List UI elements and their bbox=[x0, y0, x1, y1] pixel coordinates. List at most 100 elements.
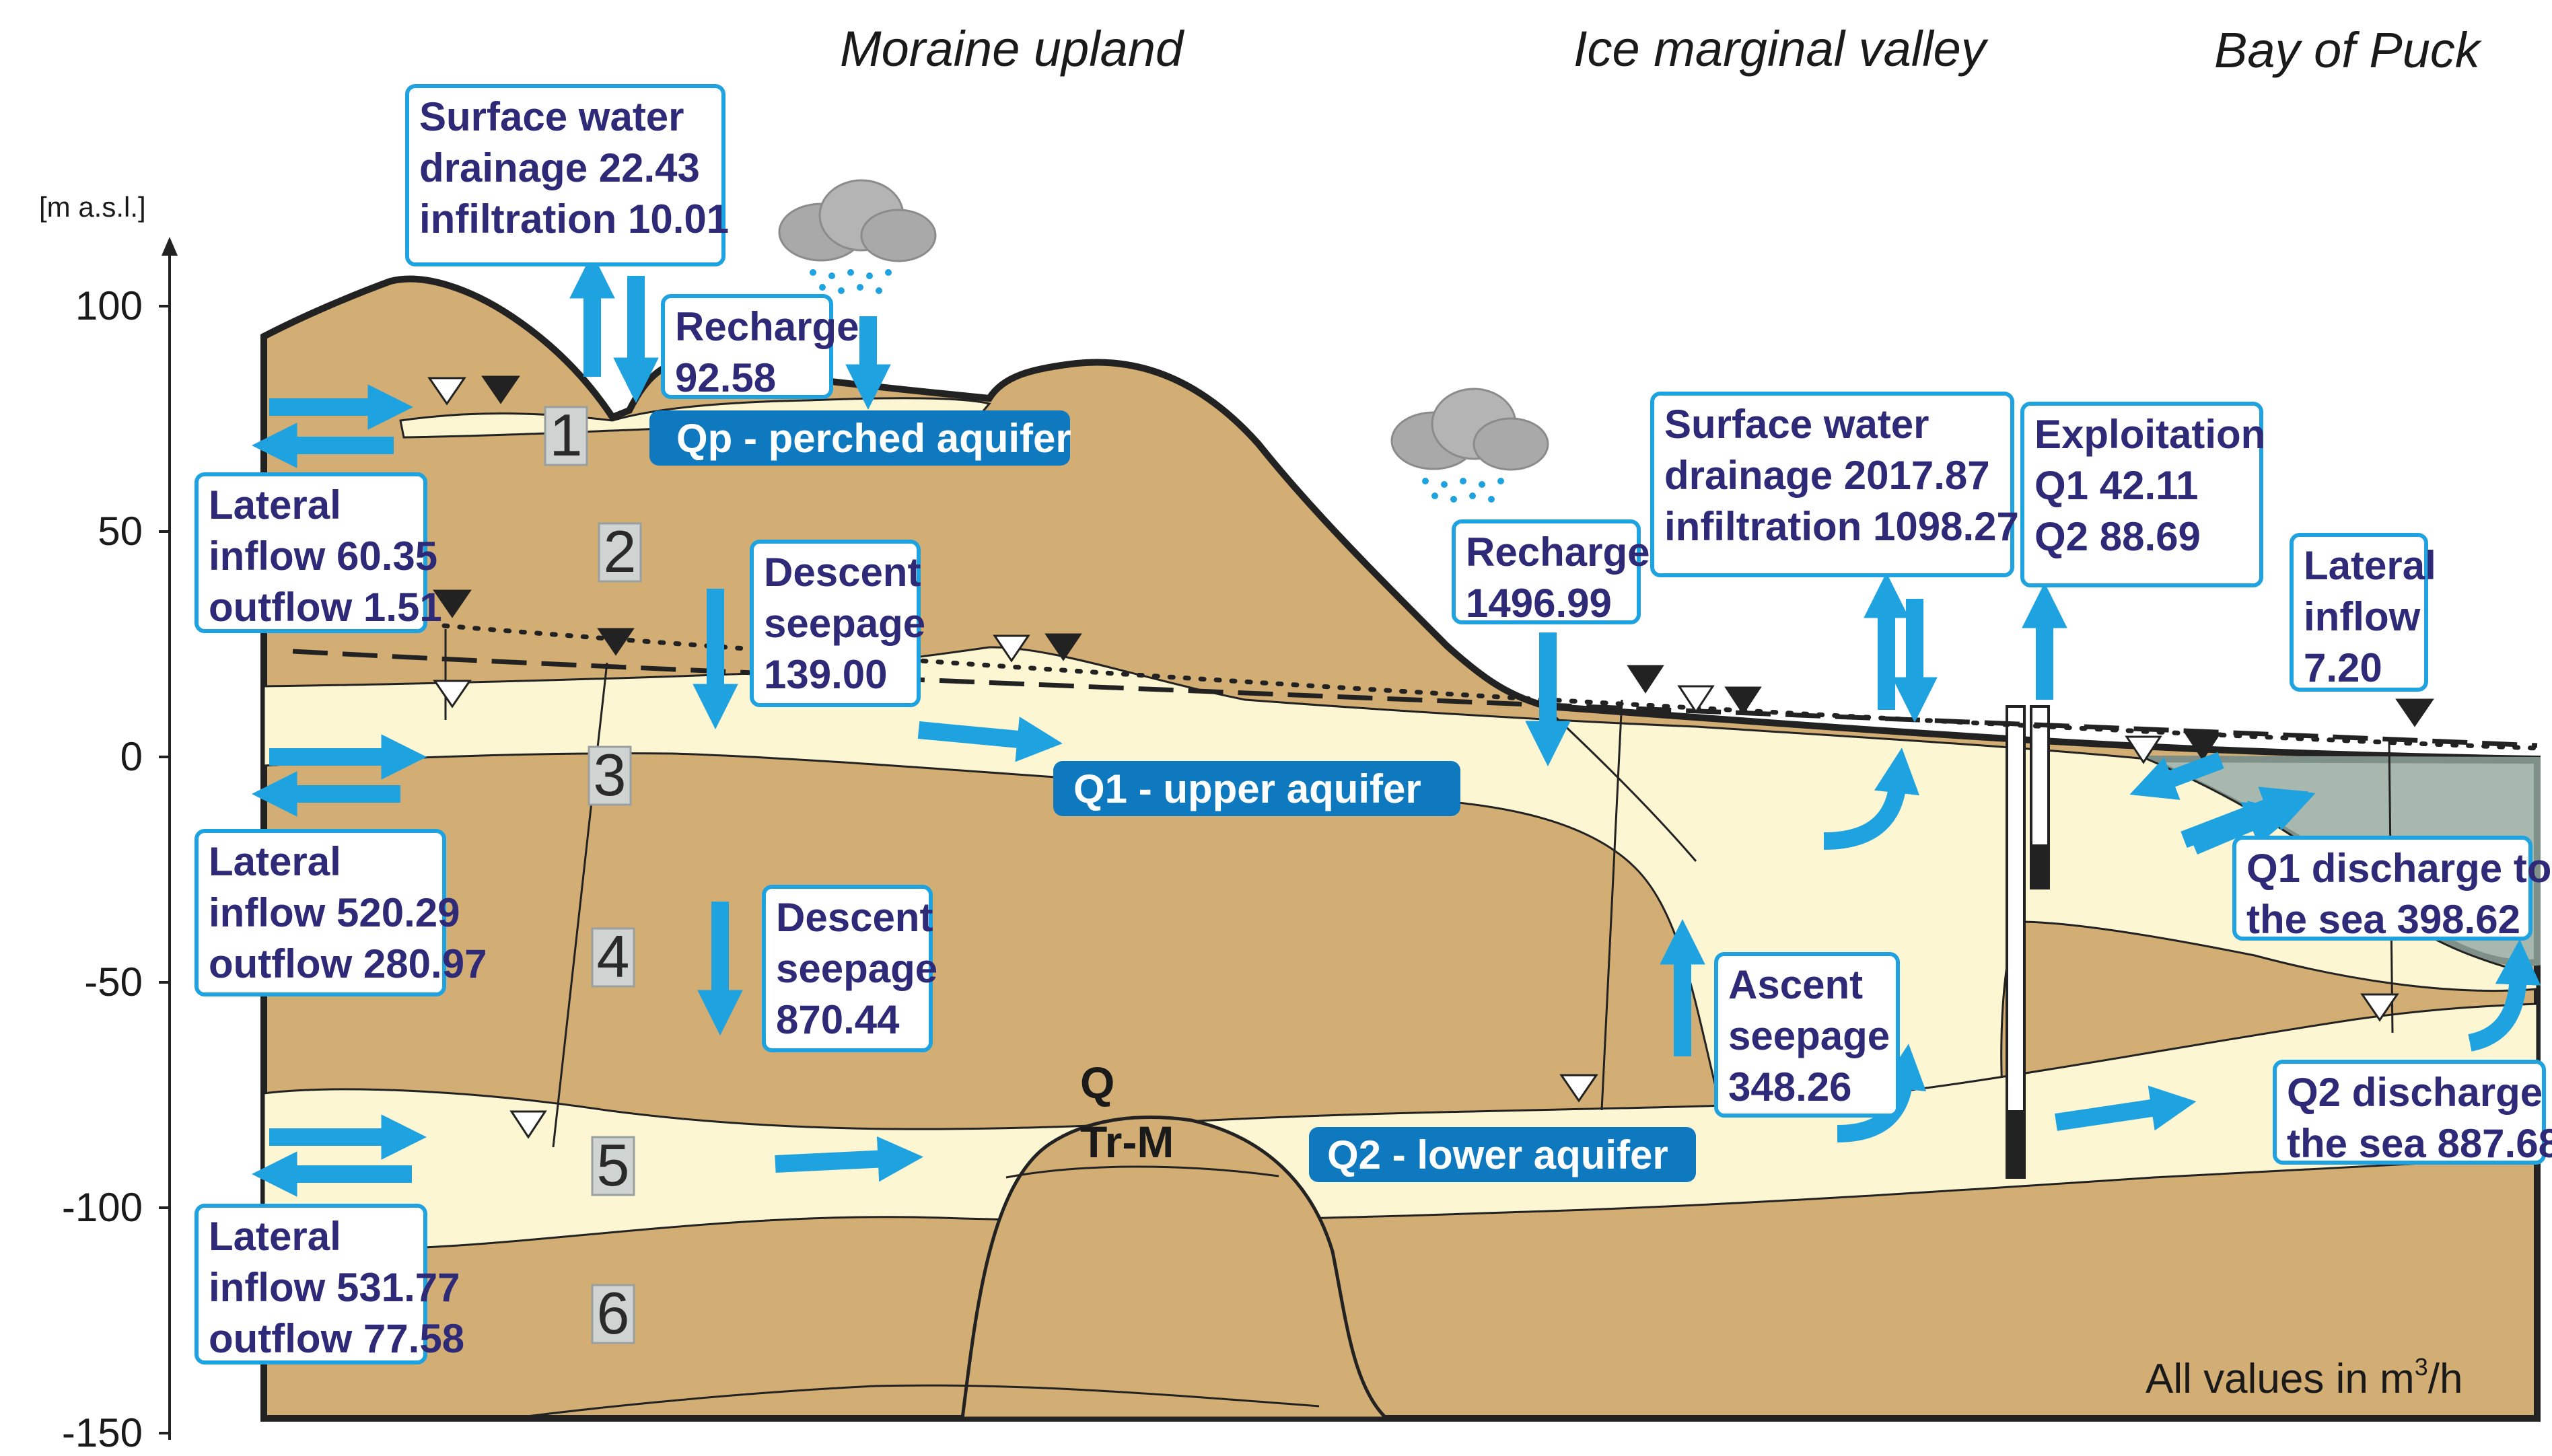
flux-box-line: Lateral bbox=[209, 482, 341, 527]
arrow-lateral-bay-inflow bbox=[2129, 752, 2224, 800]
flux-boxes: Surface water drainage 22.43 infiltration … bbox=[194, 84, 2552, 1364]
base-contact-line bbox=[511, 1384, 1320, 1420]
flux-box-line: Lateral bbox=[209, 839, 341, 884]
flux-box-line: 1496.99 bbox=[1466, 581, 1612, 626]
water-table-markers bbox=[427, 375, 2434, 1139]
flux-box-q2-discharge: Q2 discharge to the sea 887.68 bbox=[2273, 1060, 2552, 1166]
arrow-q1-flow bbox=[917, 717, 1063, 762]
flux-box-descent-2: Descent seepage 870.44 bbox=[762, 885, 937, 1052]
aquifer-tag-q1: Q1 - upper aquifer bbox=[1053, 761, 1460, 816]
geology-label-q: Q bbox=[1080, 1058, 1114, 1107]
flux-box-line: inflow 531.77 bbox=[209, 1265, 460, 1310]
flux-box-line: 348.26 bbox=[1728, 1064, 1852, 1109]
well-lines bbox=[444, 629, 2394, 1148]
arrow-q2-flow-east bbox=[2055, 1085, 2197, 1131]
arrow-q2-ascent bbox=[1837, 1044, 1927, 1142]
y-axis-tick-label: -150 bbox=[62, 1410, 143, 1455]
y-axis-tick-label: -50 bbox=[84, 959, 143, 1005]
dome-contact-line bbox=[1005, 1165, 1279, 1179]
region-title-moraine-upland: Moraine upland bbox=[840, 21, 1185, 77]
flux-box-line: Ascent bbox=[1728, 962, 1863, 1007]
flux-box-line: infiltration 10.01 bbox=[419, 196, 729, 242]
flux-box-line: seepage bbox=[1728, 1013, 1890, 1058]
y-axis-tick-label: 50 bbox=[98, 509, 143, 554]
flux-box-line: outflow 1.51 bbox=[209, 585, 442, 630]
flux-box-line: outflow 280.97 bbox=[209, 941, 487, 986]
flux-box-line: Recharge bbox=[675, 304, 859, 349]
svg-text:Qp - perched aquifer: Qp - perched aquifer bbox=[676, 416, 1071, 461]
flux-box-surface-moraine: Surface water drainage 22.43 infiltration … bbox=[405, 84, 729, 266]
flux-box-line: 870.44 bbox=[776, 997, 900, 1042]
piezometric-line-dashed bbox=[292, 649, 2538, 748]
flux-box-line: drainage 2017.87 bbox=[1664, 453, 1990, 498]
flux-box-line: Q1 discharge to bbox=[2246, 846, 2551, 891]
rain-cloud-icon bbox=[778, 179, 937, 294]
flux-box-lateral-qp: Lateral inflow 60.35 outflow 1.51 bbox=[194, 472, 442, 633]
svg-text:3: 3 bbox=[594, 741, 627, 808]
y-axis-unit: [m a.s.l.] bbox=[39, 191, 146, 223]
layer-number-4: 4 bbox=[591, 923, 635, 990]
flux-box-line: 139.00 bbox=[764, 652, 888, 697]
layer-number-6: 6 bbox=[591, 1280, 635, 1346]
y-axis-tick-label: 0 bbox=[120, 734, 143, 779]
flux-box-line: Q2 88.69 bbox=[2034, 514, 2201, 559]
layer-number-5: 5 bbox=[591, 1132, 635, 1198]
flux-box-line: seepage bbox=[764, 601, 925, 646]
flux-box-line: Lateral bbox=[209, 1214, 341, 1259]
flux-box-line: Descent bbox=[776, 895, 933, 940]
flux-box-ascent: Ascent seepage 348.26 bbox=[1714, 952, 1900, 1118]
aquifer-tag-q2: Q2 - lower aquifer bbox=[1309, 1127, 1696, 1182]
y-axis-tick-label: -100 bbox=[62, 1185, 143, 1230]
flux-box-line: the sea 398.62 bbox=[2246, 897, 2520, 942]
aquifer-tag-qp: Qp - perched aquifer bbox=[649, 410, 1071, 466]
arrow-q2-flow bbox=[775, 1136, 924, 1182]
svg-text:2: 2 bbox=[604, 518, 637, 585]
svg-text:1: 1 bbox=[550, 402, 583, 468]
region-title-ice-marginal-valley: Ice marginal valley bbox=[1573, 21, 1989, 77]
layer-number-2: 2 bbox=[598, 518, 642, 585]
y-axis: [m a.s.l.] 100 50 0 -50 -100 -150 bbox=[39, 191, 178, 1455]
exploitation-well bbox=[2006, 705, 2050, 1179]
flux-box-recharge-valley: Recharge 1496.99 bbox=[1452, 519, 1650, 626]
y-axis-tick-label: 100 bbox=[75, 283, 143, 328]
svg-text:4: 4 bbox=[597, 923, 630, 990]
flux-box-line: inflow bbox=[2304, 594, 2421, 639]
flux-box-line: drainage 22.43 bbox=[419, 145, 700, 190]
svg-text:Q2 - lower aquifer: Q2 - lower aquifer bbox=[1327, 1132, 1668, 1177]
flux-box-line: Lateral bbox=[2304, 543, 2436, 588]
flux-box-recharge-moraine: Recharge 92.58 bbox=[661, 294, 859, 400]
flux-box-line: 92.58 bbox=[675, 355, 776, 400]
arrow-q1-ascent bbox=[1823, 748, 1920, 850]
flux-box-line: inflow 60.35 bbox=[209, 534, 437, 579]
flux-box-q1-discharge: Q1 discharge to the sea 398.62 bbox=[2232, 836, 2551, 942]
flux-box-line: Exploitation bbox=[2034, 412, 2265, 457]
flux-box-line: inflow 520.29 bbox=[209, 890, 460, 935]
flux-box-line: Recharge bbox=[1466, 530, 1650, 575]
flux-box-surface-valley: Surface water drainage 2017.87 infiltratio… bbox=[1650, 392, 2019, 577]
flux-box-line: 7.20 bbox=[2304, 645, 2382, 690]
flux-box-line: Q2 discharge to bbox=[2287, 1070, 2552, 1115]
rain-cloud-icon bbox=[1390, 388, 1549, 503]
layer-numbers: 12 3 4 5 6 bbox=[544, 402, 642, 1346]
flux-box-line: Surface water bbox=[419, 94, 684, 139]
region-title-bay-of-puck: Bay of Puck bbox=[2214, 22, 2483, 78]
flux-box-line: seepage bbox=[776, 946, 937, 991]
svg-text:Q1 - upper aquifer: Q1 - upper aquifer bbox=[1073, 766, 1421, 811]
flow-arrows bbox=[251, 252, 2541, 1197]
units-note: All values in m3/h bbox=[2146, 1353, 2462, 1402]
flux-box-lateral-bay: Lateral inflow 7.20 bbox=[2290, 533, 2436, 692]
tr-m-dome bbox=[960, 1116, 1391, 1420]
svg-text:6: 6 bbox=[597, 1280, 630, 1346]
y-axis-ticks: 100 50 0 -50 -100 -150 bbox=[62, 283, 170, 1455]
flux-box-line: outflow 77.58 bbox=[209, 1316, 464, 1361]
flux-box-line: the sea 887.68 bbox=[2287, 1121, 2552, 1166]
flux-box-lateral-q2: Lateral inflow 531.77 outflow 77.58 bbox=[194, 1204, 464, 1364]
flux-box-lateral-q1: Lateral inflow 520.29 outflow 280.97 bbox=[194, 829, 487, 996]
flux-box-line: Surface water bbox=[1664, 402, 1929, 447]
svg-text:5: 5 bbox=[597, 1132, 630, 1198]
geology-label-tr-m: Tr-M bbox=[1080, 1117, 1174, 1167]
flux-box-line: infiltration 1098.27 bbox=[1664, 504, 2019, 549]
